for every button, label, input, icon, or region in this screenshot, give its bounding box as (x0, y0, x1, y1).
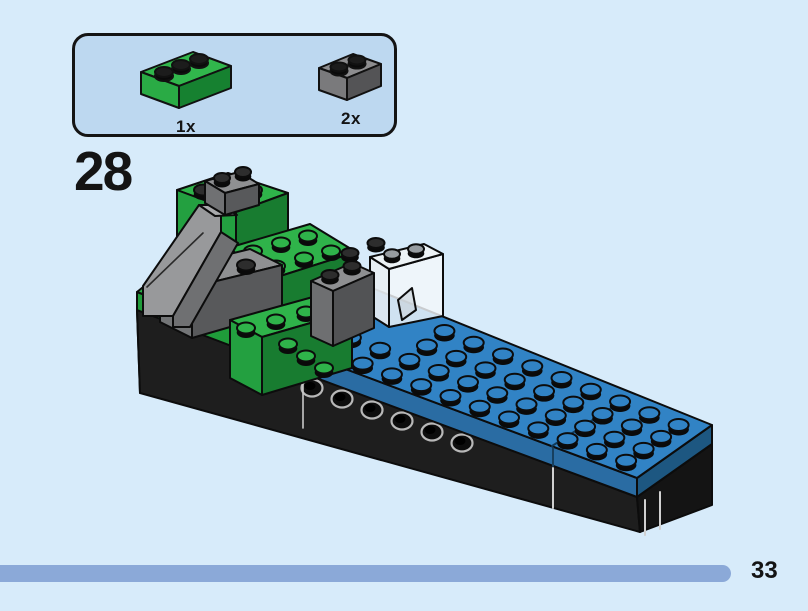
step-number: 28 (74, 140, 133, 202)
green-plate-studs (278, 337, 334, 378)
part-quantity-label: 2x (341, 109, 361, 128)
progress-bar (0, 565, 731, 582)
black-studs-behind-clear (340, 237, 386, 263)
part-green-brick-1x3: 1x (131, 46, 241, 137)
gray-slope-assembly (142, 166, 260, 328)
technic-holes (300, 378, 474, 453)
clear-transparent-brick (369, 243, 444, 328)
gray-front-brick (310, 260, 375, 347)
part-quantity-label: 1x (176, 117, 196, 136)
green-brick-1x3-icon (140, 51, 232, 109)
page-number: 33 (751, 557, 778, 584)
part-dark-gray-brick-1x2: 2x (311, 46, 391, 129)
base-seams (302, 375, 661, 536)
parts-inventory-box: 1x 2x (72, 33, 397, 137)
dark-gray-brick-1x2-icon (318, 53, 382, 101)
blue-plate-studs (322, 324, 690, 472)
